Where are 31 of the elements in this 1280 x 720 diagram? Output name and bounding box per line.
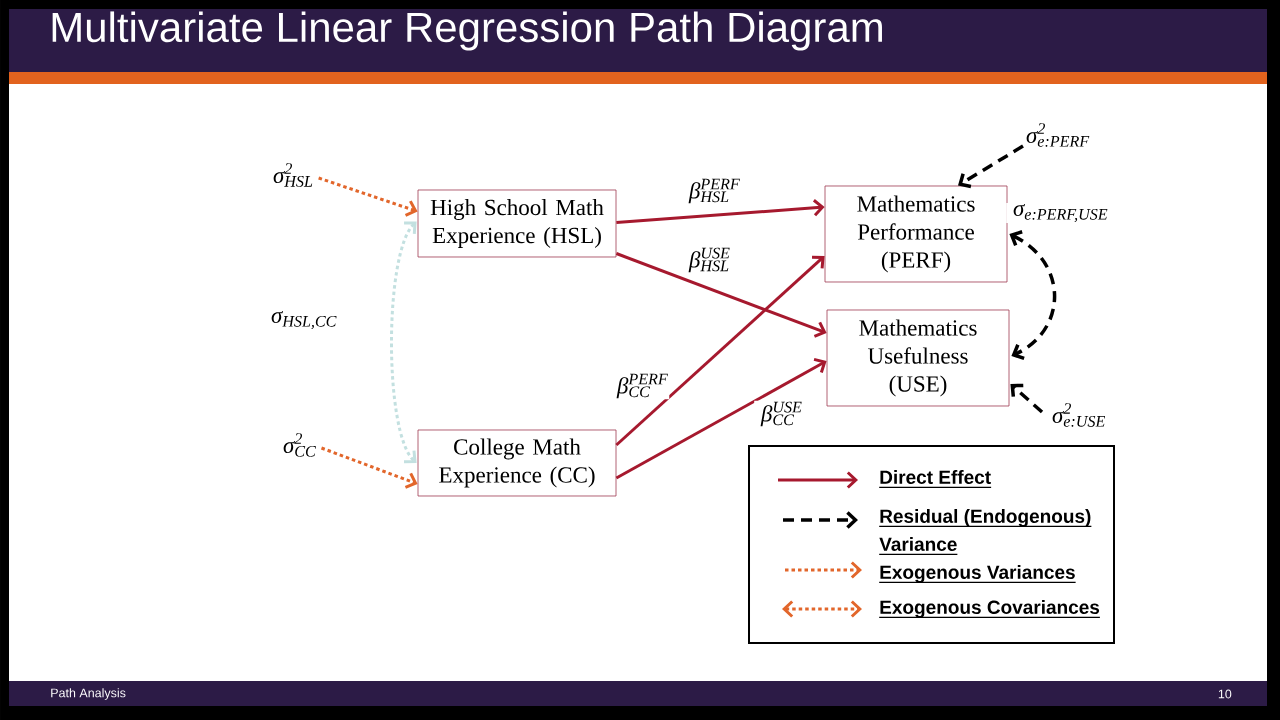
edge-label: β$^{PERF}$HSL <box>682 177 742 205</box>
variable-box: High School Math Experience (HSL) <box>417 189 617 258</box>
slide-title: Multivariate Linear Regression Path Diagram <box>52 11 882 51</box>
curved-double-headed-arrow <box>1009 230 1057 361</box>
legend-label: Direct Effect <box>878 470 992 488</box>
legend-label: Exogenous Covariances <box>878 600 1101 618</box>
edge-label: β$^{PERF}$CC <box>610 372 670 400</box>
variable-box: Mathematics Usefulness (USE) <box>826 309 1010 407</box>
variable-box: Mathematics Performance (PERF) <box>824 185 1008 283</box>
edge-label: σ$_{HSL,CC}$ <box>264 309 338 331</box>
legend-label: Exogenous Variances <box>878 565 1077 583</box>
variance-label: σ$^{2}$HSL <box>273 163 313 187</box>
edge-label: β$^{USE}$HSL <box>682 246 732 274</box>
variance-label: σ$^{2}$CC <box>283 433 316 457</box>
arrow <box>320 446 418 489</box>
arrow <box>958 144 1024 189</box>
edge-label: β$^{USE}$CC <box>754 400 804 428</box>
arrow <box>615 357 827 480</box>
arrow <box>615 252 827 338</box>
variance-label: σ$^{2}$e:USE <box>1052 403 1106 427</box>
slide-number: 10 <box>1218 689 1232 699</box>
curved-double-headed-arrow <box>390 221 417 464</box>
variance-label: σ$^{2}$e:PERF <box>1026 123 1090 147</box>
arrow <box>318 176 418 217</box>
arrow <box>615 255 825 447</box>
legend-label: Residual (Endogenous) Variance <box>878 509 1093 555</box>
arrow <box>1010 383 1044 414</box>
variable-box: College Math Experience (CC) <box>417 429 617 497</box>
edge-label: σ$_{e:PERF,USE}$ <box>1006 202 1110 224</box>
arrow <box>616 199 825 224</box>
footer-text: Path Analysis <box>51 688 126 700</box>
